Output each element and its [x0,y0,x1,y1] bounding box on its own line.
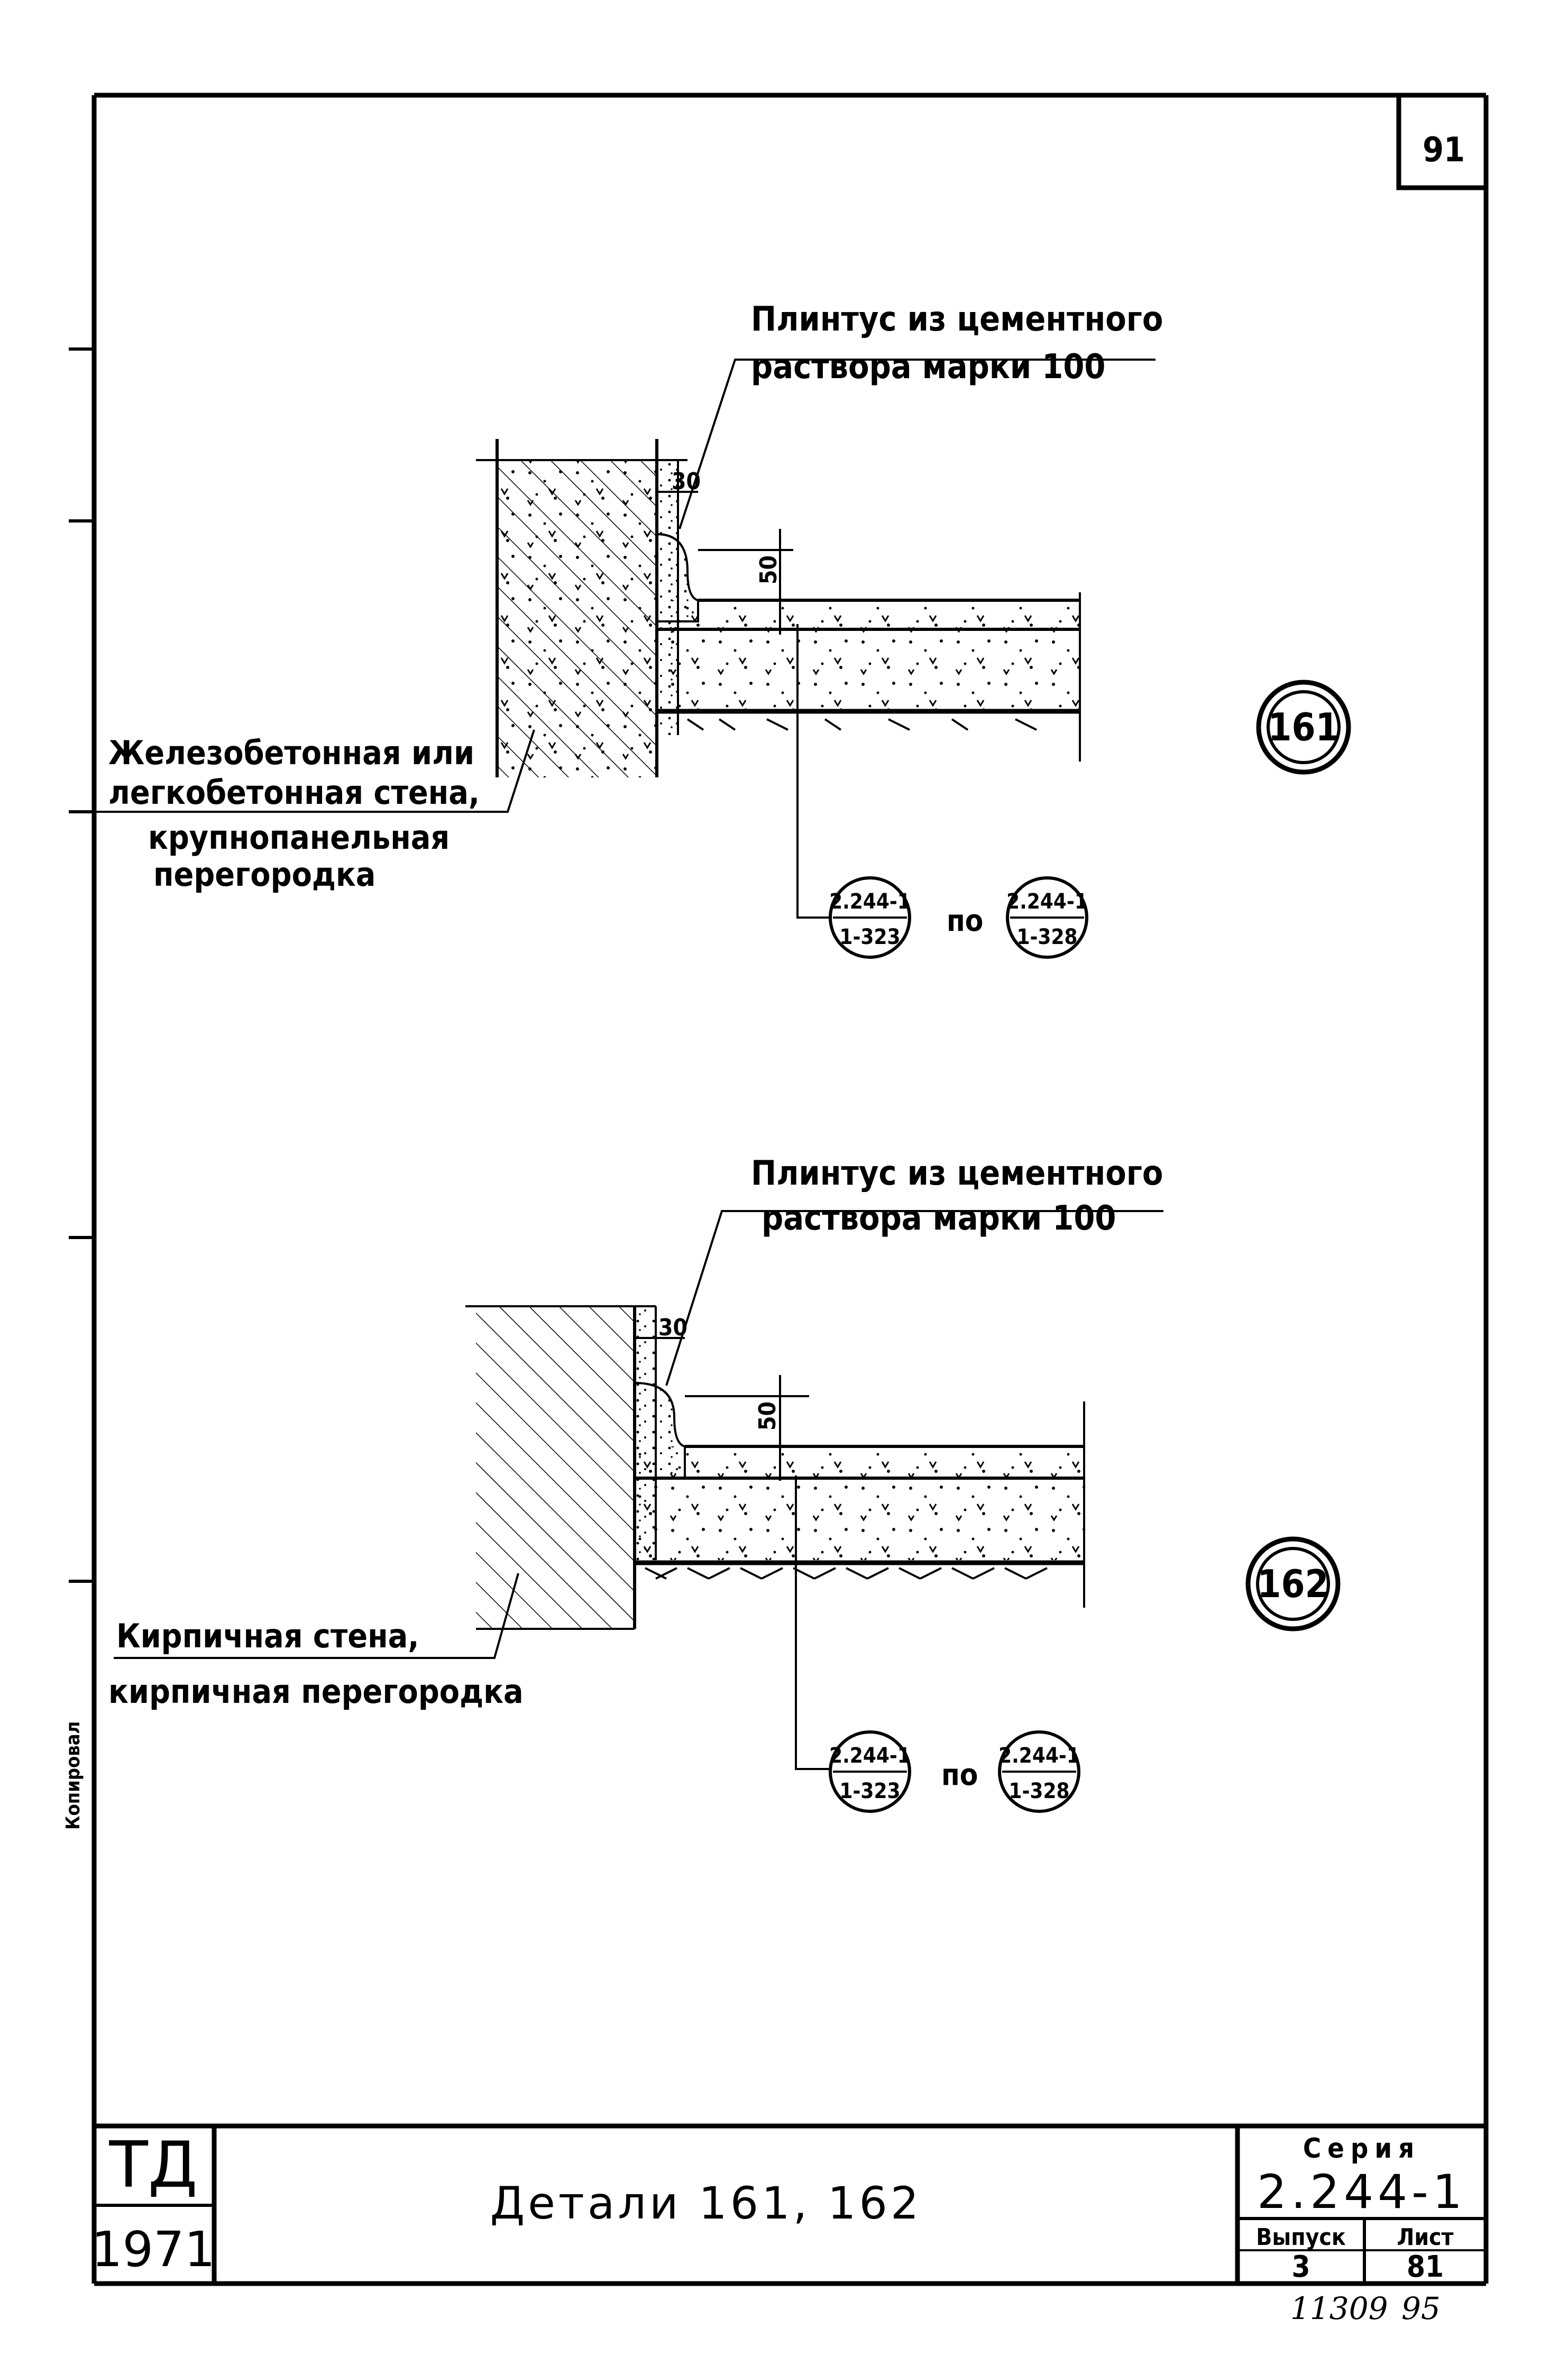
dim-width-162: 30 [658,1314,687,1341]
series-value: 2.244-1 [1257,2165,1466,2219]
ref-between-161: по [947,904,983,938]
svg-text:2.244-1: 2.244-1 [1006,890,1088,914]
leader-text-162-l2: раствора марки 100 [762,1199,1116,1238]
svg-text:2.244-1: 2.244-1 [829,890,911,914]
svg-text:2.244-1: 2.244-1 [829,1744,911,1768]
detail-162: 30 50 Плинтус из цементного раствора мар… [108,1154,1341,1813]
svg-text:1-323: 1-323 [839,925,900,949]
sheet-value: 81 [1407,2250,1444,2284]
ref-right-161: 2.244-1 1-328 [1006,876,1088,959]
ref-left-162: 2.244-1 1-323 [829,1730,911,1813]
leader-text-161-l2: раствора марки 100 [751,347,1105,387]
ref-left-161: 2.244-1 1-323 [829,876,911,959]
archive-number: 11309 [1290,2290,1388,2326]
issue-value: 3 [1291,2250,1310,2284]
leader-text-162-l1: Плинтус из цементного [751,1154,1163,1193]
wall-text-162-l2: кирпичная перегородка [108,1672,524,1711]
floor-base-161 [657,629,1080,709]
ref-right-162: 2.244-1 1-328 [998,1730,1080,1813]
svg-text:161: 161 [1268,705,1339,749]
leader-text-161-l1: Плинтус из цементного [751,300,1163,339]
ref-between-162: по [941,1758,978,1792]
floor-base-162 [635,1478,1084,1560]
svg-text:1-328: 1-328 [1008,1779,1069,1803]
org-mark: ТД [108,2129,197,2202]
wall-text-161-l3: крупнопанельная [148,818,450,857]
marker-162: 162 [1245,1536,1341,1631]
detail-161: 30 50 Плинтус из цементного раствора мар… [94,300,1351,959]
margin-note: Копировал [62,1721,84,1830]
floor-finish-162 [635,1446,1084,1478]
floor-finish-161 [657,600,1080,629]
sheet-label: Лист [1397,2224,1453,2251]
svg-text:1-323: 1-323 [839,1779,900,1803]
archive-page: 95 [1401,2290,1441,2326]
svg-text:1-328: 1-328 [1016,925,1077,949]
wall-section-162 [476,1306,635,1629]
dim-width-161: 30 [672,468,701,495]
wall-text-161-l2: легкобетонная стена, [108,773,480,812]
sheet-frame [69,93,1489,2286]
year: 1971 [91,2221,215,2278]
title-block: ТД 1971 Детали 161, 162 Серия 2.244-1 Вы… [91,2123,1486,2284]
dim-height-161: 50 [755,555,782,584]
wall-text-161-l1: Железобетонная или [108,734,474,772]
skirting-161 [656,533,699,622]
svg-text:2.244-1: 2.244-1 [998,1744,1080,1768]
dim-height-162: 50 [754,1401,781,1431]
wall-text-161-l4: перегородка [153,855,375,894]
page-number: 91 [1423,131,1465,170]
page-number-box: 91 [1396,95,1486,190]
sheet-title: Детали 161, 162 [490,2177,922,2229]
issue-label: Выпуск [1256,2224,1346,2251]
marker-161: 161 [1256,680,1351,775]
wall-text-162-l1: Кирпичная стена, [116,1617,419,1655]
series-label: Серия [1303,2133,1420,2165]
svg-text:162: 162 [1257,1562,1328,1606]
